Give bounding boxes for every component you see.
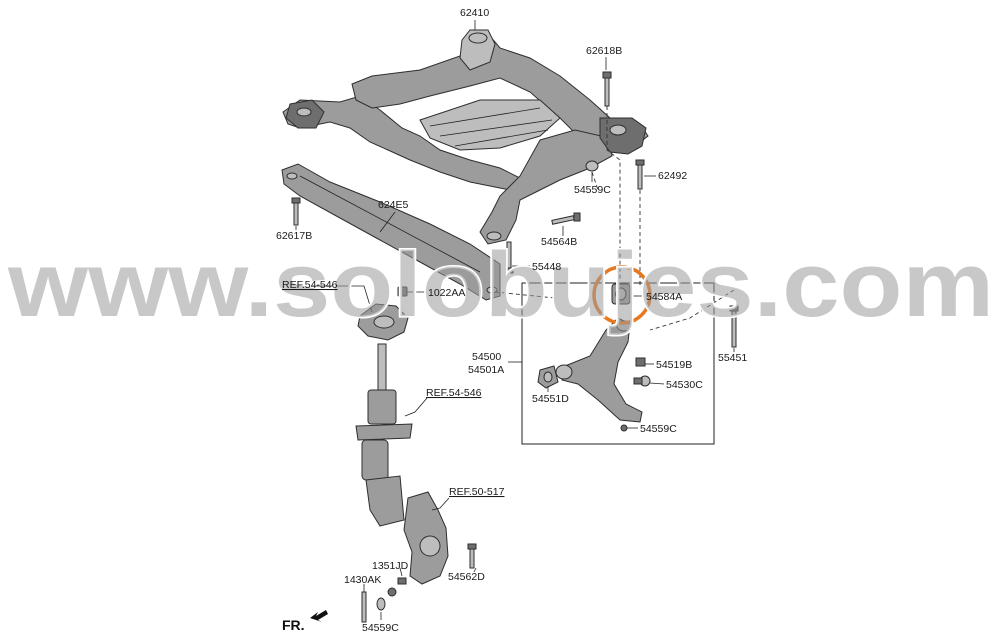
leader-lines: [295, 20, 735, 620]
control-arm-frame: [521, 282, 715, 445]
label-54559C-bottom: 54559C: [362, 622, 399, 634]
part-labels: 62410 62618B 62492 54559C 54564B 62617B …: [276, 7, 747, 634]
label-54559C-top: 54559C: [574, 184, 611, 196]
stiffener-bar: [281, 163, 501, 301]
label-1430AK: 1430AK: [344, 574, 381, 586]
front-arrow-icon: [310, 610, 328, 622]
knuckle-bolt: [387, 587, 397, 597]
mount-nut-1022AA: [397, 286, 408, 297]
ref-54-546-top: REF.54-546: [282, 279, 338, 291]
label-54584A: 54584A: [646, 291, 682, 303]
label-54519B: 54519B: [656, 359, 692, 371]
bolt-55451: [729, 305, 739, 348]
bolt-62617B: [291, 197, 301, 226]
front-direction: FR.: [282, 610, 328, 633]
label-54500: 54500: [472, 351, 501, 363]
bushing-54584A: [611, 283, 631, 305]
washer-54559C-bottom: [376, 597, 386, 611]
label-54530C: 54530C: [666, 379, 703, 391]
label-62617B: 62617B: [276, 230, 312, 242]
assembly-lines: [494, 106, 735, 331]
bolt-62492: [635, 159, 645, 190]
label-54551D: 54551D: [532, 393, 569, 405]
ref-54-546-mid: REF.54-546: [426, 387, 482, 399]
watermark-text: www.solobujes.com: [7, 234, 994, 336]
washer-54559C-top: [585, 160, 599, 172]
reference-labels: REF.54-546 REF.54-546 REF.50-517: [282, 279, 505, 498]
bolt-54562D: [467, 543, 477, 569]
label-54564B: 54564B: [541, 236, 577, 248]
label-54562D: 54562D: [448, 571, 485, 583]
bushing-54551D: [537, 365, 559, 389]
label-62618B: 62618B: [586, 45, 622, 57]
nut-54519B: [635, 357, 646, 367]
bolt-54564B: [551, 212, 581, 225]
label-55448: 55448: [532, 261, 561, 273]
subframe-crossmember: [282, 29, 649, 245]
label-54501A: 54501A: [468, 364, 504, 376]
label-62410: 62410: [460, 7, 489, 19]
label-624E5: 624E5: [378, 199, 409, 211]
ball-joint-54530C: [633, 375, 651, 387]
front-label: FR.: [282, 617, 305, 633]
nut-1351JD: [397, 577, 407, 585]
bolt-1430AK: [361, 591, 367, 623]
bolt-62618B: [602, 71, 612, 107]
label-1351JD: 1351JD: [372, 560, 409, 572]
steering-knuckle: [403, 491, 449, 585]
ref-50-517: REF.50-517: [449, 486, 505, 498]
label-62492: 62492: [658, 170, 687, 182]
label-55451: 55451: [718, 352, 747, 364]
highlight-circle: [592, 265, 652, 325]
strut-assembly: [355, 343, 413, 527]
label-1022AA: 1022AA: [428, 287, 465, 299]
label-54559C-arm: 54559C: [640, 423, 677, 435]
nut-54559C-arm: [620, 424, 628, 432]
strut-mount: [357, 303, 409, 341]
bolt-55448: [504, 241, 514, 274]
